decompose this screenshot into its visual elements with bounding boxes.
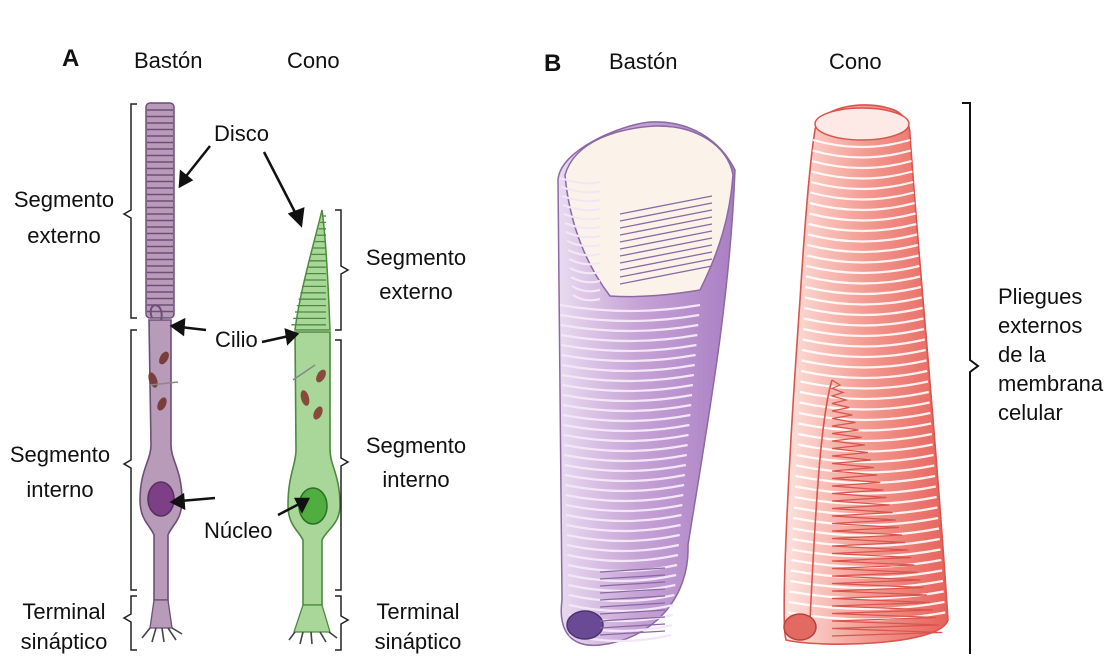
panel-b-letter: B	[544, 50, 561, 78]
rod-inner-label-2: interno	[6, 476, 114, 504]
rod-terminal-label-1: Terminal	[12, 598, 116, 626]
folds-label-line-3: de la	[998, 340, 1103, 369]
rod-outer-label-2: externo	[10, 222, 118, 250]
cilium-label: Cilio	[215, 326, 258, 354]
folds-label-line-2: externos	[998, 311, 1103, 340]
bracket-b	[962, 103, 978, 654]
cone-terminal-label-2: sináptico	[366, 628, 470, 656]
cone-terminal-label-1: Terminal	[366, 598, 470, 626]
folds-label-line-4: membrana	[998, 369, 1103, 398]
rod-cell-a	[140, 103, 182, 642]
disc-label: Disco	[214, 120, 269, 148]
panel-b-header-cone: Cono	[829, 48, 882, 76]
rod-cell-b	[558, 122, 735, 645]
cone-outer-label-1: Segmento	[362, 244, 470, 272]
rod-outer-label-1: Segmento	[10, 186, 118, 214]
cone-inner-label-2: interno	[362, 466, 470, 494]
panel-a-letter: A	[62, 45, 79, 73]
rod-inner-label-1: Segmento	[6, 441, 114, 469]
cone-cell-a	[288, 210, 340, 644]
folds-label-line-1: Pliegues	[998, 282, 1103, 311]
panel-b-header-rod: Bastón	[609, 48, 678, 76]
cone-outer-label-2: externo	[362, 278, 470, 306]
rod-terminal-label-2: sináptico	[12, 628, 116, 656]
folds-label: Pliegues externos de la membrana celular	[998, 282, 1103, 427]
folds-label-line-5: celular	[998, 398, 1103, 427]
cone-cell-b	[784, 105, 948, 644]
cone-inner-label-1: Segmento	[362, 432, 470, 460]
nucleus-label: Núcleo	[204, 517, 272, 545]
panel-a-header-rod: Bastón	[134, 47, 203, 75]
panel-a-header-cone: Cono	[287, 47, 340, 75]
